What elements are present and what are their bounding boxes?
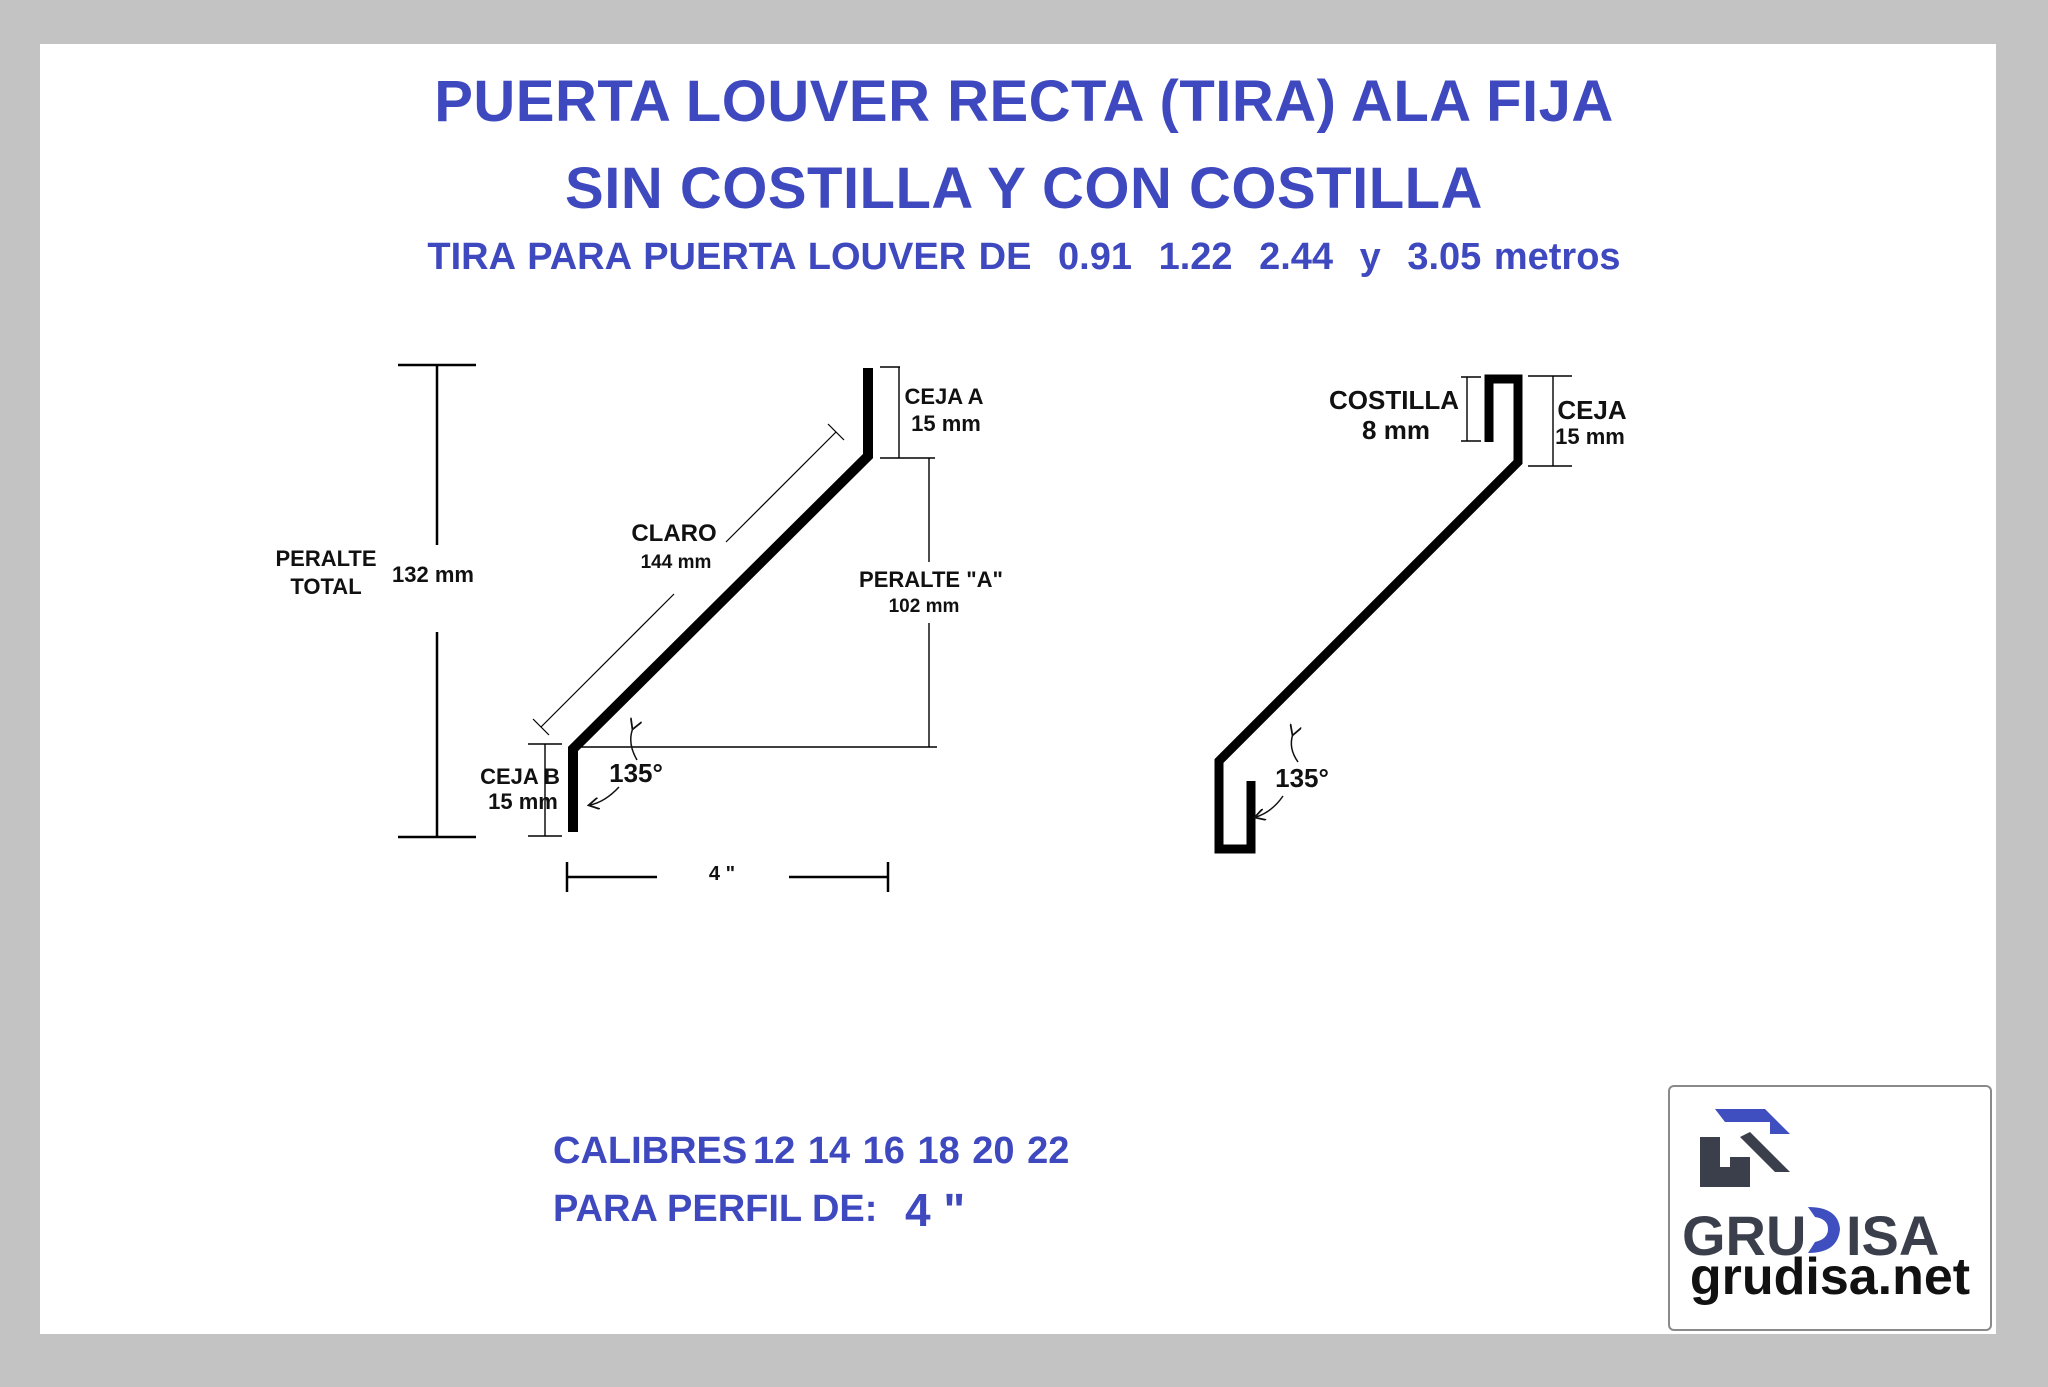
- page-title: PUERTA LOUVER RECTA (TIRA) ALA FIJA: [434, 69, 1614, 134]
- claro-dimension: [532, 423, 845, 736]
- costilla-label: COSTILLA: [1329, 385, 1459, 415]
- peralte-a-dimension: [573, 458, 937, 748]
- ceja-b-label: CEJA B: [480, 764, 560, 789]
- peralte-total-label: PERALTE: [275, 546, 376, 571]
- costilla-dimension: [1461, 376, 1481, 442]
- angle-arrow-icon: [1291, 734, 1298, 763]
- angle-label: 135°: [609, 758, 663, 788]
- page-subtitle: SIN COSTILLA Y CON COSTILLA: [565, 156, 1483, 221]
- subtitle-unit: metros: [1493, 236, 1621, 278]
- angle-arrow-icon: [1256, 795, 1284, 817]
- logo-url[interactable]: grudisa.net: [1689, 1248, 1971, 1306]
- subtitle-conj: y: [1359, 236, 1381, 278]
- ceja-a-value: 15 mm: [911, 411, 981, 436]
- width-value: 4 ": [709, 863, 735, 885]
- angle-label: 135°: [1275, 763, 1329, 793]
- claro-label: CLARO: [631, 520, 716, 547]
- costilla-value: 8 mm: [1362, 415, 1430, 445]
- peralte-a-value: 102 mm: [889, 596, 960, 617]
- logo-d-icon: [1808, 1207, 1840, 1253]
- calibres-label: CALIBRES: [553, 1130, 748, 1172]
- logo-word-left: GRU: [1682, 1204, 1806, 1257]
- ceja-b-value: 15 mm: [488, 789, 558, 814]
- angle-arrow-icon: [631, 728, 637, 761]
- logo-word-right: ISA: [1846, 1204, 1939, 1257]
- perfil-label: PARA PERFIL DE:: [553, 1188, 878, 1230]
- peralte-total-dimension: [398, 363, 476, 839]
- sizes-subtitle: TIRA PARA PUERTA LOUVER DE 0.91 1.22 2.4…: [0, 236, 2048, 279]
- peralte-total-value: 132 mm: [392, 562, 474, 587]
- subtitle-size: 3.05: [1407, 236, 1482, 278]
- perfil-value: 4 ": [905, 1184, 966, 1236]
- profile-with-rib: COSTILLA 8 mm CEJA 15 mm 135°: [1214, 374, 1627, 854]
- peralte-a-label: PERALTE "A": [859, 567, 1003, 592]
- profile-line-left: [568, 368, 873, 832]
- width-dimension: [565, 862, 890, 892]
- ceja-a-dimension: [880, 366, 935, 459]
- peralte-total-label: TOTAL: [290, 574, 361, 599]
- subtitle-size: 2.44: [1259, 236, 1334, 278]
- subtitle-size: 1.22: [1158, 236, 1233, 278]
- subtitle-size: 0.91: [1058, 236, 1132, 278]
- logo-mark-icon: GRU ISA: [1682, 1109, 1939, 1257]
- claro-value: 144 mm: [641, 552, 712, 573]
- ceja-a-label: CEJA A: [904, 384, 983, 409]
- ceja-label: CEJA: [1557, 395, 1627, 425]
- ceja-b-dimension: [528, 743, 562, 837]
- angle-arrow-icon: [590, 786, 620, 805]
- ceja-value: 15 mm: [1555, 424, 1625, 449]
- grudisa-logo: GRU ISA grudisa.net: [1668, 1085, 1992, 1331]
- profile-without-rib: PERALTE TOTAL 132 mm CEJA A 15 mm CLARO …: [275, 363, 1003, 892]
- profile-line-right: [1214, 374, 1523, 854]
- calibres-values: 12 14 16 18 20 22: [753, 1130, 1070, 1172]
- ceja-dimension: [1528, 375, 1572, 467]
- subtitle-prefix: TIRA PARA PUERTA LOUVER DE: [427, 236, 1032, 278]
